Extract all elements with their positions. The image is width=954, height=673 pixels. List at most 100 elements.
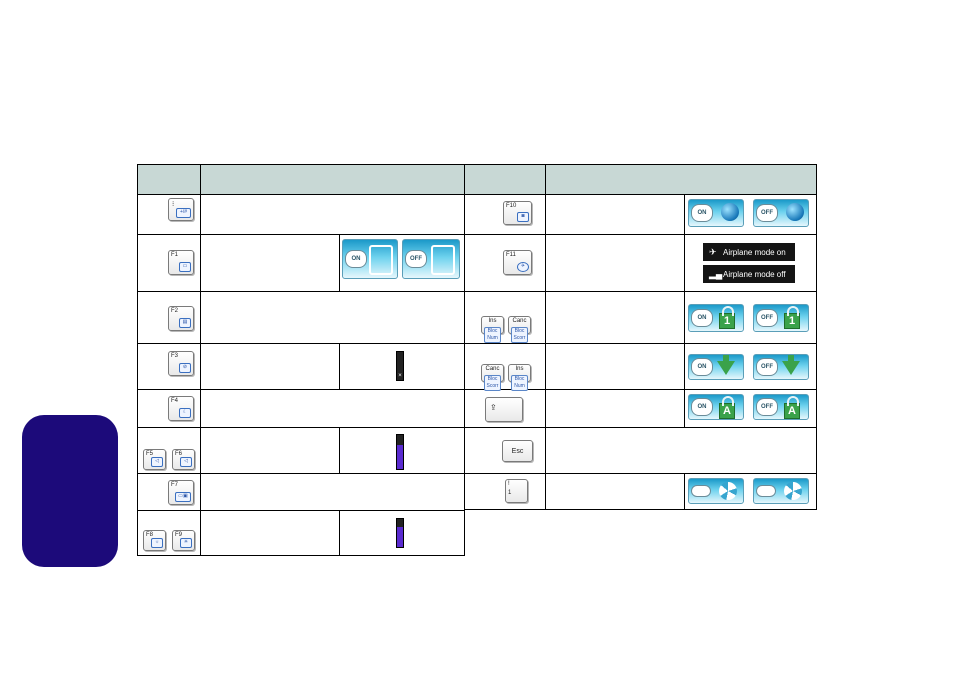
side-tab [22,415,118,567]
capslock-lock-icon: A [784,396,800,419]
camera-icon: ◙ [517,212,529,222]
volume-level-fill [397,445,403,469]
scrolllock-off-indicator: OFF [753,354,809,380]
table-border [137,164,817,165]
mute-icon: ⊘ [179,363,191,373]
capslock-lock-icon: A [719,396,735,419]
scroll-down-arrow-icon [782,355,800,375]
table-border [464,164,465,556]
on-label: ON [691,398,713,416]
table-border [339,343,340,389]
sleep-icon: ☾ [179,408,191,418]
f11-label: F11 [506,252,516,258]
webcam-globe-icon [721,203,739,221]
f7-key: F7 ▭▣ [168,480,194,505]
ins-label: Ins [515,366,524,372]
table-border [339,234,340,291]
table-border [464,509,817,510]
f3-key: F3 ⊘ [168,351,194,376]
numlock-off-indicator: OFF 1 [753,304,809,332]
f6-key: F6 ◁ [172,449,195,470]
fn-toggle-label: +/# [176,208,191,218]
one-key-top: ! [508,481,510,487]
touchpad-icon: ▭ [179,262,191,272]
f10-label: F10 [506,203,517,209]
fn-toggle-dots-icon: ⁝ [172,201,175,208]
scroll-lock-label: Bloc Scorr [511,327,528,343]
table-border [137,510,464,511]
touchpad-icon [369,245,393,275]
table-border [137,389,817,390]
f7-label: F7 [171,482,179,488]
scrolllock-on-indicator: ON [688,354,744,380]
fn-toggle-key: ⁝ +/# [168,198,194,221]
table-border [339,427,340,473]
on-label: ON [691,204,713,222]
capslock-off-indicator: OFF A [753,394,809,420]
table-border [137,555,464,556]
table-border [137,427,817,428]
volume-osd-icon [396,434,404,470]
off-label: OFF [756,398,778,416]
esc-key: Esc [502,440,533,462]
airplane-off-label: Airplane mode off [723,270,786,279]
table-border [137,291,817,292]
caps-lock-icon: ⇪ [490,403,497,412]
canc-key: Canc Bloc Scorr [481,364,504,391]
table-border [200,164,201,556]
table-border [339,510,340,556]
fan-mode-label [756,485,776,497]
ins-key: Ins Bloc Num [508,364,531,391]
numlock-lock-icon: 1 [719,306,735,329]
f11-key: F11 ✈ [503,250,532,275]
one-key: ! 1 [505,479,528,503]
touchpad-icon [431,245,455,275]
volume-down-icon: ◁ [151,457,163,467]
table-border [137,234,817,235]
f9-label: F9 [175,532,183,538]
num-lock-label: Bloc Num [511,375,528,391]
f8-label: F8 [146,532,154,538]
display-toggle-icon: ▭▣ [175,492,191,502]
numlock-on-indicator: ON 1 [688,304,744,332]
canc-label: Canc [512,318,527,324]
mute-x-icon: × [398,373,402,379]
table-border [137,194,817,195]
table-border [684,194,685,427]
f4-label: F4 [171,398,179,404]
table-border [137,343,817,344]
ins-key: Ins Bloc Num [481,316,504,343]
f2-key: F2 ▤ [168,306,194,331]
num-lock-label: Bloc Num [484,327,501,343]
one-key-bottom: 1 [508,490,512,496]
signal-icon: ▂▄ [709,269,723,279]
f1-label: F1 [171,252,179,258]
capslock-on-indicator: ON A [688,394,744,420]
scroll-lock-label: Bloc Scorr [484,375,501,391]
webcam-off-indicator: OFF [753,199,809,227]
brightness-level-fill [397,527,403,547]
on-label: ON [691,309,713,327]
airplane-icon: ✈ [709,247,717,257]
touchpad-off-indicator: OFF [402,239,460,279]
off-label: OFF [756,204,778,222]
table-border [545,164,546,510]
canc-label: Canc [485,366,500,372]
brightness-down-icon: ☼ [151,538,163,548]
touchpad-on-indicator: ON [342,239,398,279]
esc-label: Esc [511,448,524,455]
fan-icon [719,482,737,500]
table-border [137,473,817,474]
scroll-down-arrow-icon [717,355,735,375]
table-border [137,164,138,556]
volume-up-icon: ◁ [180,457,192,467]
fan-mode-label [691,485,711,497]
fan-max-indicator [753,478,809,504]
airplane-mode-off-banner: ▂▄Airplane mode off [703,265,795,283]
f6-label: F6 [175,451,183,457]
canc-key: Canc Bloc Scorr [508,316,531,343]
f3-label: F3 [171,353,179,359]
caps-lock-key: ⇪ [485,397,523,422]
webcam-globe-icon [786,203,804,221]
airplane-on-label: Airplane mode on [723,248,786,257]
